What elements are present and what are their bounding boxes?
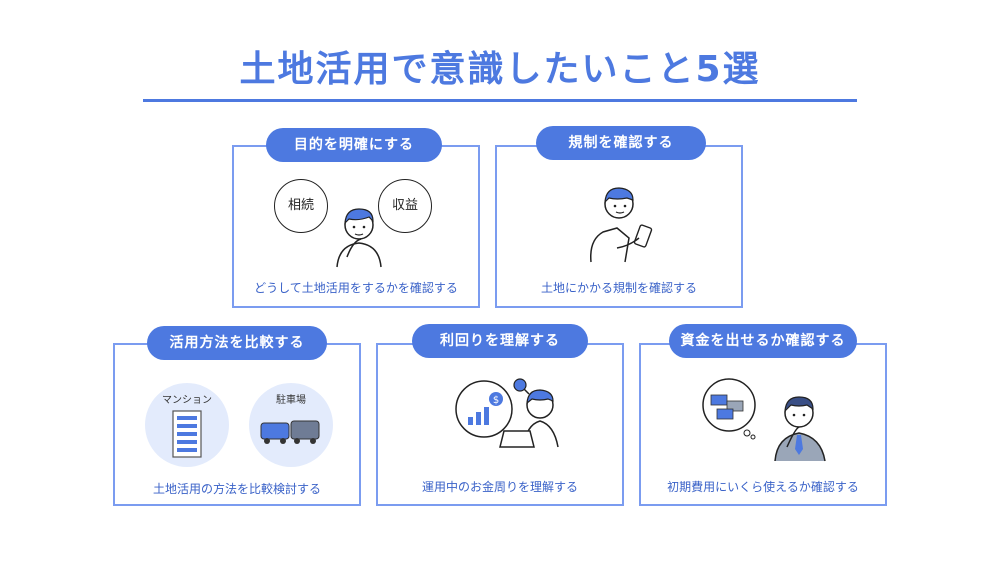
bubble-profit: 収益	[378, 179, 432, 233]
money-stacks-icon	[702, 378, 756, 440]
title-underline	[143, 99, 857, 102]
thinking-person-icon	[336, 208, 382, 268]
card-heading-clarify-purpose: 目的を明確にする	[266, 128, 442, 162]
option-parking: 駐車場	[249, 383, 333, 467]
page-title: 土地活用で意識したいこと5選	[239, 49, 761, 90]
parking-lot-icon	[260, 420, 320, 444]
card-understand-yield: $ 運用中のお金周りを理解する	[376, 343, 624, 506]
person-with-phone-icon	[590, 187, 653, 263]
dollar-growth-icon: $	[455, 380, 513, 438]
card-heading-understand-yield: 利回りを理解する	[412, 324, 588, 358]
card-heading-check-funds: 資金を出せるか確認する	[669, 324, 857, 358]
card-caption: どうして土地活用をするかを確認する	[254, 281, 458, 295]
apartment-building-icon	[172, 410, 202, 458]
magnifier-icon	[513, 378, 530, 395]
card-caption: 運用中のお金周りを理解する	[421, 480, 578, 494]
card-caption: 土地にかかる規制を確認する	[540, 281, 697, 295]
card-clarify-purpose: 相続 収益 どうして土地活用をするかを確認する	[232, 145, 480, 308]
card-caption: 土地活用の方法を比較検討する	[152, 482, 321, 496]
bubble-inheritance: 相続	[274, 179, 328, 233]
card-heading-check-regulations: 規制を確認する	[536, 126, 706, 160]
card-compare-methods: マンション 駐車場 土地活用の方法を比較検討する	[113, 343, 361, 506]
svg-text:$: $	[493, 395, 499, 406]
card-check-funds: 初期費用にいくら使えるか確認する	[639, 343, 887, 506]
person-laptop-icon	[499, 389, 559, 448]
card-check-regulations: 土地にかかる規制を確認する	[495, 145, 743, 308]
businessman-thinking-icon	[774, 396, 826, 462]
option-apartment: マンション	[145, 383, 229, 467]
card-heading-compare-methods: 活用方法を比較する	[147, 326, 327, 360]
card-caption: 初期費用にいくら使えるか確認する	[667, 480, 859, 494]
